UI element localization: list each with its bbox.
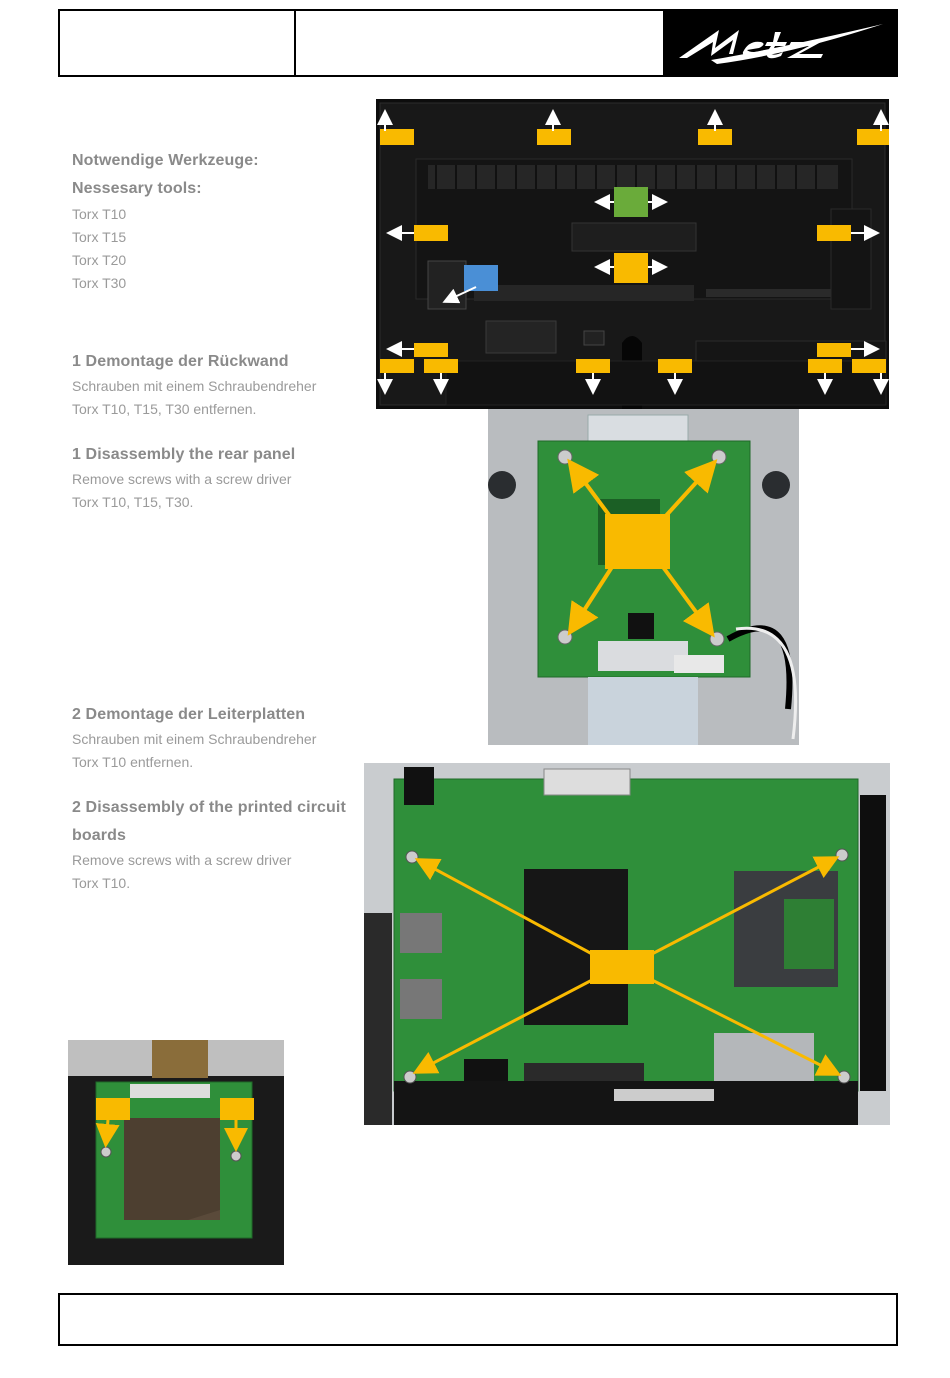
step1-body-de: Schrauben mit einem Schraubendreher: [72, 378, 317, 394]
step1-heading-de: 1 Demontage der Rückwand: [72, 353, 289, 370]
tool-item: Torx T15: [72, 229, 127, 245]
tool-item: Torx T20: [72, 252, 127, 268]
step2-body-en: Torx T10.: [72, 875, 131, 891]
header-table: [58, 9, 898, 77]
metz-logo-mark: [678, 24, 883, 64]
step1-body-en: Remove screws with a screw driver: [72, 471, 292, 487]
header-cell-2: [296, 11, 665, 75]
step2-body-de: Schrauben mit einem Schraubendreher: [72, 731, 317, 747]
step1-heading-en: 1 Disassembly the rear panel: [72, 446, 296, 463]
tcon-board-photo: [488, 409, 799, 745]
step2-heading-en: boards: [72, 827, 126, 844]
tool-item: Torx T30: [72, 275, 127, 291]
wifi-module-photo: [68, 1040, 284, 1265]
tools-heading-en: Nessesary tools:: [72, 180, 202, 197]
tool-item: Torx T10: [72, 206, 127, 222]
tools-heading-de: Notwendige Werkzeuge:: [72, 152, 259, 169]
footer-box: [58, 1293, 898, 1346]
step2-body-en: Remove screws with a screw driver: [72, 852, 292, 868]
step2-body-de: Torx T10 entfernen.: [72, 754, 194, 770]
tv-rear-panel-photo: [376, 99, 889, 409]
step1-body-de: Torx T10, T15, T30 entfernen.: [72, 401, 257, 417]
step2-heading-en: 2 Disassembly of the printed circuit: [72, 799, 346, 816]
step1-body-en: Torx T10, T15, T30.: [72, 494, 194, 510]
step2-heading-de: 2 Demontage der Leiterplatten: [72, 706, 306, 723]
header-cell-1: [60, 11, 296, 75]
metz-logo: [665, 11, 896, 75]
main-board-photo: [364, 763, 890, 1125]
